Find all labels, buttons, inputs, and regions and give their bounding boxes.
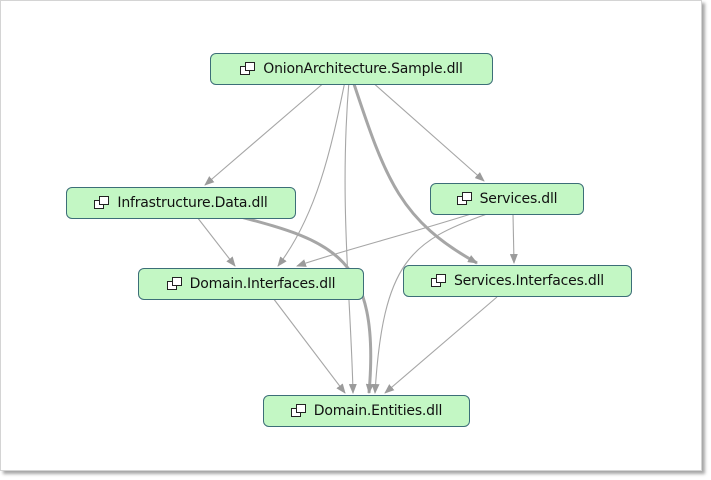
assembly-node-domain-interfaces[interactable]: Domain.Interfaces.dll bbox=[138, 268, 364, 300]
edge-infra-to-domint bbox=[196, 216, 236, 267]
assembly-node-services-interfaces[interactable]: Services.Interfaces.dll bbox=[403, 265, 632, 297]
assembly-node-infrastructure-data[interactable]: Infrastructure.Data.dll bbox=[66, 187, 296, 219]
edge-servint-to-entities bbox=[384, 296, 498, 394]
node-label: Services.Interfaces.dll bbox=[454, 273, 604, 289]
edge-sample-to-services bbox=[370, 80, 485, 182]
edge-services-to-servint bbox=[509, 213, 518, 264]
assembly-icon bbox=[166, 277, 183, 291]
node-label: Domain.Interfaces.dll bbox=[189, 276, 336, 292]
node-label: Domain.Entities.dll bbox=[313, 403, 443, 419]
dependency-edges bbox=[196, 80, 518, 394]
edge-domint-to-entities bbox=[272, 297, 346, 394]
edge-services-to-domint bbox=[296, 213, 472, 267]
assembly-icon bbox=[431, 274, 447, 288]
node-label: Services.dll bbox=[479, 191, 558, 207]
assembly-icon bbox=[456, 192, 473, 206]
edge-infra-to-entities bbox=[240, 215, 374, 394]
edge-sample-to-infra bbox=[204, 80, 327, 186]
edge-sample-to-entities bbox=[344, 80, 357, 394]
node-label: OnionArchitecture.Sample.dll bbox=[263, 61, 463, 77]
edge-services-to-entities bbox=[371, 213, 488, 394]
node-label: Infrastructure.Data.dll bbox=[117, 195, 268, 211]
assembly-node-domain-entities[interactable]: Domain.Entities.dll bbox=[263, 395, 470, 427]
assembly-node-services[interactable]: Services.dll bbox=[430, 183, 584, 215]
edge-sample-to-servint bbox=[351, 80, 478, 265]
diagram-canvas: OnionArchitecture.Sample.dll Infrastruct… bbox=[0, 0, 702, 471]
assembly-icon bbox=[290, 404, 307, 418]
assembly-icon bbox=[94, 196, 110, 210]
assembly-node-sample[interactable]: OnionArchitecture.Sample.dll bbox=[210, 53, 493, 85]
edge-sample-to-domint bbox=[277, 80, 346, 267]
assembly-icon bbox=[240, 62, 256, 76]
